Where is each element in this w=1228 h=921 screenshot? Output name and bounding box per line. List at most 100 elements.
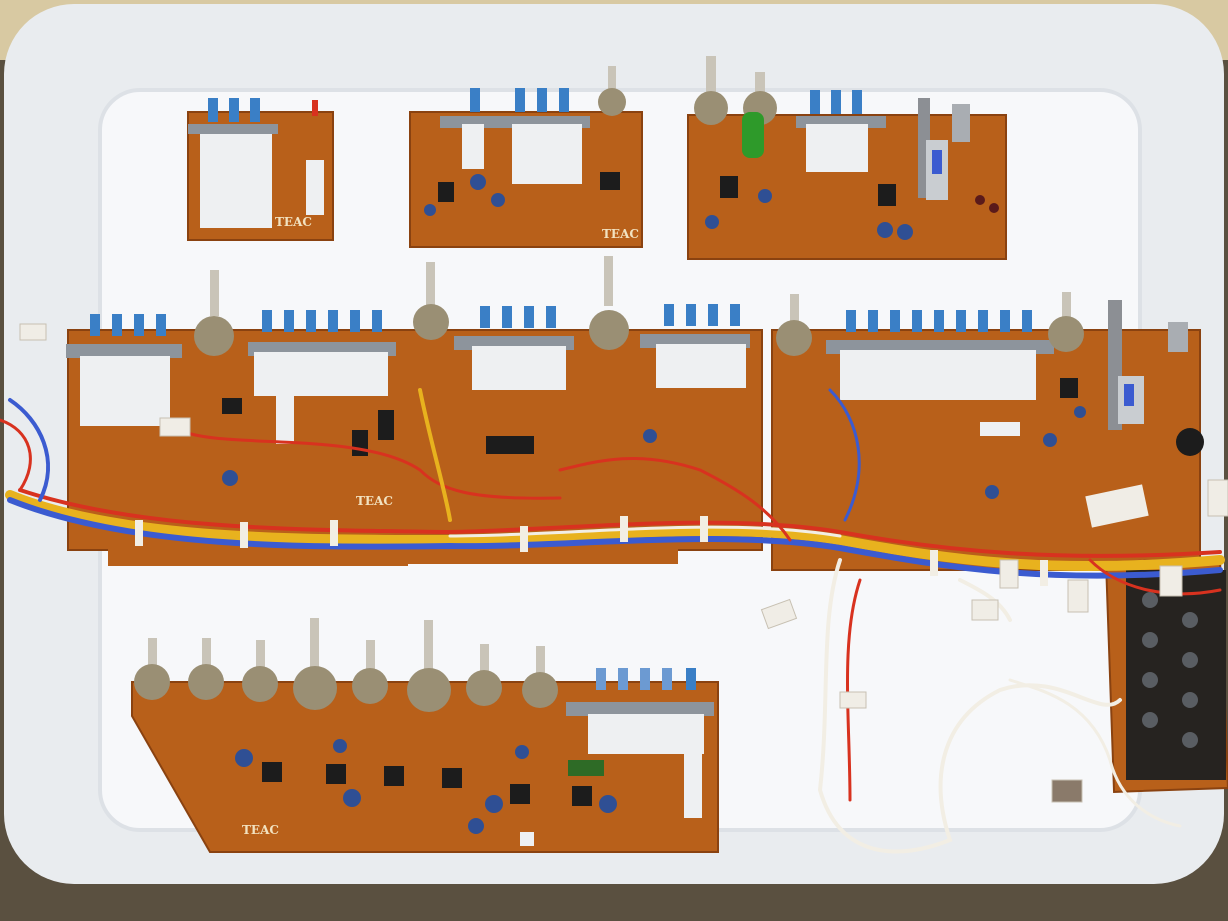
potentiometer-shaft [210, 270, 219, 316]
board-brand-label: TEAC [356, 494, 393, 508]
ic-chip [384, 766, 404, 786]
switch-cap [664, 304, 674, 326]
switch-bank [656, 344, 746, 388]
switch-bank [806, 124, 868, 172]
switch-cap [250, 98, 260, 122]
switch-bank [840, 350, 1036, 400]
switch-cap [686, 668, 696, 690]
ic-chip [352, 430, 368, 456]
ic-chip [486, 436, 534, 454]
ic-chip [510, 784, 530, 804]
ic-chip [438, 182, 454, 202]
pcb-tone-control-board: TEAC [131, 618, 719, 853]
potentiometer-body [134, 664, 170, 700]
ic-chip [720, 176, 738, 198]
switch-cap [978, 310, 988, 332]
potentiometer-body [188, 664, 224, 700]
switch-cap [912, 310, 922, 332]
wire-connectors [19, 323, 1228, 803]
switch-cap [662, 668, 672, 690]
switch-cap [524, 306, 534, 328]
potentiometer-shaft [790, 294, 799, 324]
pcb-right-switch-board [771, 292, 1204, 571]
switch-cap [502, 306, 512, 328]
potentiometer-body [589, 310, 629, 350]
potentiometer-body [466, 670, 502, 706]
connector [1085, 484, 1149, 528]
switch-cap [686, 304, 696, 326]
switch-cap [350, 310, 360, 332]
potentiometer-shaft [706, 56, 716, 96]
switch-cap [708, 304, 718, 326]
potentiometer-body [776, 320, 812, 356]
potentiometer-body [407, 668, 451, 712]
pcb-top-right-board [687, 56, 1007, 260]
switch-cap [480, 306, 490, 328]
potentiometer-shaft [604, 256, 613, 306]
switch-cap [90, 314, 100, 336]
potentiometer-shaft [1062, 292, 1071, 322]
switch-cap [372, 310, 382, 332]
ic-chip [378, 410, 394, 440]
potentiometer-shaft [608, 66, 616, 96]
ic-chip [262, 762, 282, 782]
board-brand-label: TEAC [242, 823, 279, 837]
ic-chip [878, 184, 896, 206]
switch-bank [462, 124, 484, 169]
switch-cap [868, 310, 878, 332]
switch-cap [1022, 310, 1032, 332]
pcb-top-middle-board: TEAC [409, 66, 643, 248]
switch-cap [956, 310, 966, 332]
switch-cap [846, 310, 856, 332]
switch-cap [537, 88, 547, 112]
potentiometer-body [242, 666, 278, 702]
switch-cap [596, 668, 606, 690]
switch-cap [134, 314, 144, 336]
potentiometer-shaft [426, 262, 435, 308]
potentiometer-body [293, 666, 337, 710]
switch-cap [328, 310, 338, 332]
switch-cap [890, 310, 900, 332]
potentiometer-body [1048, 316, 1084, 352]
switch-cap [730, 304, 740, 326]
switch-cap [1000, 310, 1010, 332]
switch-bank [472, 346, 566, 390]
connector [980, 422, 1020, 436]
potentiometer-body [522, 672, 558, 708]
switch-cap [934, 310, 944, 332]
board-brand-label: TEAC [275, 215, 312, 229]
switch-cap [546, 306, 556, 328]
switch-bank [80, 356, 170, 426]
switch-cap [156, 314, 166, 336]
switch-bank [254, 352, 388, 396]
potentiometer-body [413, 304, 449, 340]
pcb-small-switch-board: TEAC [187, 98, 334, 241]
green-capacitor [742, 112, 764, 158]
switch-cap [306, 310, 316, 332]
switch-cap [262, 310, 272, 332]
switch-cap [515, 88, 525, 112]
rca-terminal-strip [1104, 557, 1228, 793]
switch-cap [208, 98, 218, 122]
switch-cap [640, 668, 650, 690]
switch-cap [229, 98, 239, 122]
switch-cap [284, 310, 294, 332]
potentiometer-body [694, 91, 728, 125]
potentiometer-body [598, 88, 626, 116]
ic-chip [600, 172, 620, 190]
switch-cap [618, 668, 628, 690]
switch-bank [200, 128, 272, 228]
potentiometer-row [134, 618, 558, 712]
ic-chip [1060, 378, 1078, 398]
switch-bank [588, 714, 704, 754]
ic-chip [572, 786, 592, 806]
switch-cap [810, 90, 820, 114]
pcb-main-switch-board: TEAC [66, 256, 763, 566]
potentiometer-body [194, 316, 234, 356]
board-brand-label: TEAC [602, 227, 639, 241]
switch-cap [112, 314, 122, 336]
potentiometer-body [352, 668, 388, 704]
switch-bank [512, 124, 582, 184]
switch-cap [470, 88, 480, 112]
